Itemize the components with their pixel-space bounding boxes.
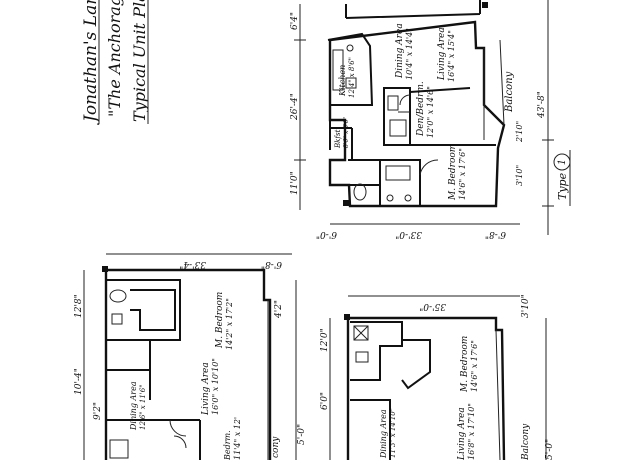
living-area-label: Living Area	[437, 27, 447, 81]
den-walls	[409, 87, 496, 146]
plan-right-partition	[350, 399, 391, 460]
plan-right-dim-left-a: 12'0"	[320, 328, 330, 352]
plan-right-living-dim: 16'8" x 17'10"	[467, 403, 476, 460]
plan-left-balcony-label: cony	[271, 436, 281, 458]
plan-right-vanity	[355, 351, 369, 363]
master-bath-walls	[348, 159, 421, 206]
master-door-swing	[419, 159, 439, 176]
master-bath-tub	[353, 183, 367, 201]
plan-left-bath	[106, 279, 181, 341]
dining-area-dim: 10'4" x 14'4"	[405, 28, 414, 80]
plan-left-dim-top-b: 6'-8"	[261, 259, 282, 269]
kitchen-dim: 12'4" x 8'6"	[348, 57, 356, 98]
plan-right-tub	[353, 325, 369, 341]
kitchen-counter	[332, 49, 344, 91]
master-bath-sink-1	[386, 194, 394, 202]
plan-right: M. Bedroom 14'6" x 17'6" Dining Area 11'…	[320, 294, 555, 460]
dim-right-a: 43'-8"	[537, 91, 547, 119]
bkfst-walls	[329, 105, 353, 160]
plan-type-1: Kitchen 12'4" x 8'6" Bkfst. 8'6" x 8'0" …	[290, 0, 571, 239]
plan-left-living-dim: 16'0" x 10'10"	[211, 358, 220, 415]
plan-right-master-label: M. Bedroom	[460, 336, 470, 393]
plan-left-dining-label: Dining Area	[129, 381, 138, 431]
dining-area-label: Dining Area	[395, 23, 405, 79]
plan-left-dim-top-a: 33'-4"	[179, 259, 206, 269]
plan-right-closet	[401, 339, 431, 390]
plan-left-closet-2	[109, 439, 129, 459]
plan-left-toilet	[111, 313, 123, 325]
bath-vanity	[389, 119, 407, 137]
plan-left-master-label: M. Bedroom	[215, 292, 225, 349]
balcony-rail	[483, 39, 505, 140]
plan-right-living-label: Living Area	[457, 407, 467, 460]
master-closet	[385, 165, 411, 181]
den-bedroom-dim: 12'0" x 14'6"	[426, 86, 435, 138]
dim-top-a: 6'4"	[290, 12, 300, 30]
den-bedroom-label: Den/Bedrm.	[416, 81, 426, 137]
plan-left-dining-dim: 12'6" x 11'6"	[139, 385, 147, 430]
plan-left-dim-right-b: 5'-0"	[297, 424, 307, 445]
master-bedroom-dim: 14'6" x 17'6"	[458, 148, 467, 200]
dim-left-b: 11'0"	[290, 171, 300, 195]
title-block: Jonathan's Landing "The Anchorage" Typic…	[81, 0, 149, 125]
plan-left-partitions	[106, 340, 201, 460]
bkfst-dim: 8'6" x 8'0"	[343, 116, 350, 148]
plan-left-dim-right-a: 4'2"	[274, 300, 284, 319]
plan-left-living-label: Living Area	[201, 362, 211, 416]
plan-right-balcony-rail	[495, 329, 501, 460]
kitchen-label: Kitchen	[338, 65, 347, 97]
plan-right-tub-x2	[353, 325, 369, 341]
plan-left-tub	[109, 289, 127, 303]
plan-left-bedrm-label: Bedrm.	[223, 430, 232, 460]
plan-left-master-dim: 14'2" x 17'2"	[225, 298, 234, 350]
plan-left-closet	[130, 289, 176, 331]
living-area-dim: 16'4" x 15'4"	[447, 30, 456, 82]
dim-bottom-c: 6'-8"	[485, 229, 506, 239]
kitchen-sink	[346, 44, 354, 52]
plan-left: M. Bedroom 14'2" x 17'2" Living Area 16'…	[74, 253, 307, 460]
bkfst-label: Bkfst.	[334, 127, 342, 149]
plan-right-dim-left-b: 6'0"	[320, 392, 330, 410]
title-line-3: Typical Unit Plan	[130, 0, 149, 122]
column-marker	[482, 2, 488, 8]
plan-left-door-swings	[169, 419, 187, 449]
dim-bottom-b: 33'-0"	[395, 229, 422, 239]
plan-left-dim-left-c: 9'2"	[93, 402, 103, 420]
plan-right-dim-top-a: 35'-0"	[419, 301, 446, 311]
title-line-1: Jonathan's Landing	[81, 0, 101, 125]
bath-tub	[387, 95, 399, 111]
dim-right-c: 2'10"	[515, 121, 524, 143]
title-line-2: "The Anchorage"	[105, 0, 124, 117]
plan-right-balcony-label: Balcony	[521, 423, 531, 460]
dim-right-b: 3'10"	[515, 165, 524, 186]
plan-right-dim-right-a: 3'10"	[521, 294, 531, 318]
plan-right-dining-label: Dining Area	[379, 409, 388, 459]
plan-right-dim-right-b: 5'-0"	[545, 439, 555, 460]
plan-type-1-top-wall	[345, 0, 481, 19]
plan-type-1-outer-wall	[328, 20, 506, 208]
master-bath-sink-2	[404, 194, 412, 202]
plan-right-bath	[350, 321, 403, 381]
column-marker-3	[102, 266, 108, 272]
bath-door-swing	[398, 94, 411, 113]
column-marker-4	[344, 314, 350, 320]
dim-bottom-a: 6'-0"	[316, 229, 337, 239]
plan-right-dining-dim: 11'3" x 14'10"	[389, 408, 397, 458]
type-number: 1	[557, 159, 568, 165]
plan-left-dim-left-b: 10'-4"	[74, 368, 84, 395]
column-marker-2	[343, 200, 349, 206]
kitchen-range	[345, 77, 357, 89]
plan-left-dim-left-a: 12'8"	[74, 294, 84, 318]
plan-left-bedrm-dim: 11'4" x 12'	[233, 417, 242, 460]
dim-left-a: 26'-4"	[290, 93, 300, 121]
master-bedroom-label: M. Bedroom	[448, 144, 458, 201]
type-label: Type	[556, 172, 569, 200]
plan-right-master-dim: 14'6" x 17'6"	[470, 340, 479, 392]
balcony-label: Balcony	[504, 71, 515, 113]
plan-left-outer-wall	[104, 268, 272, 460]
kitchen-walls	[327, 32, 374, 106]
